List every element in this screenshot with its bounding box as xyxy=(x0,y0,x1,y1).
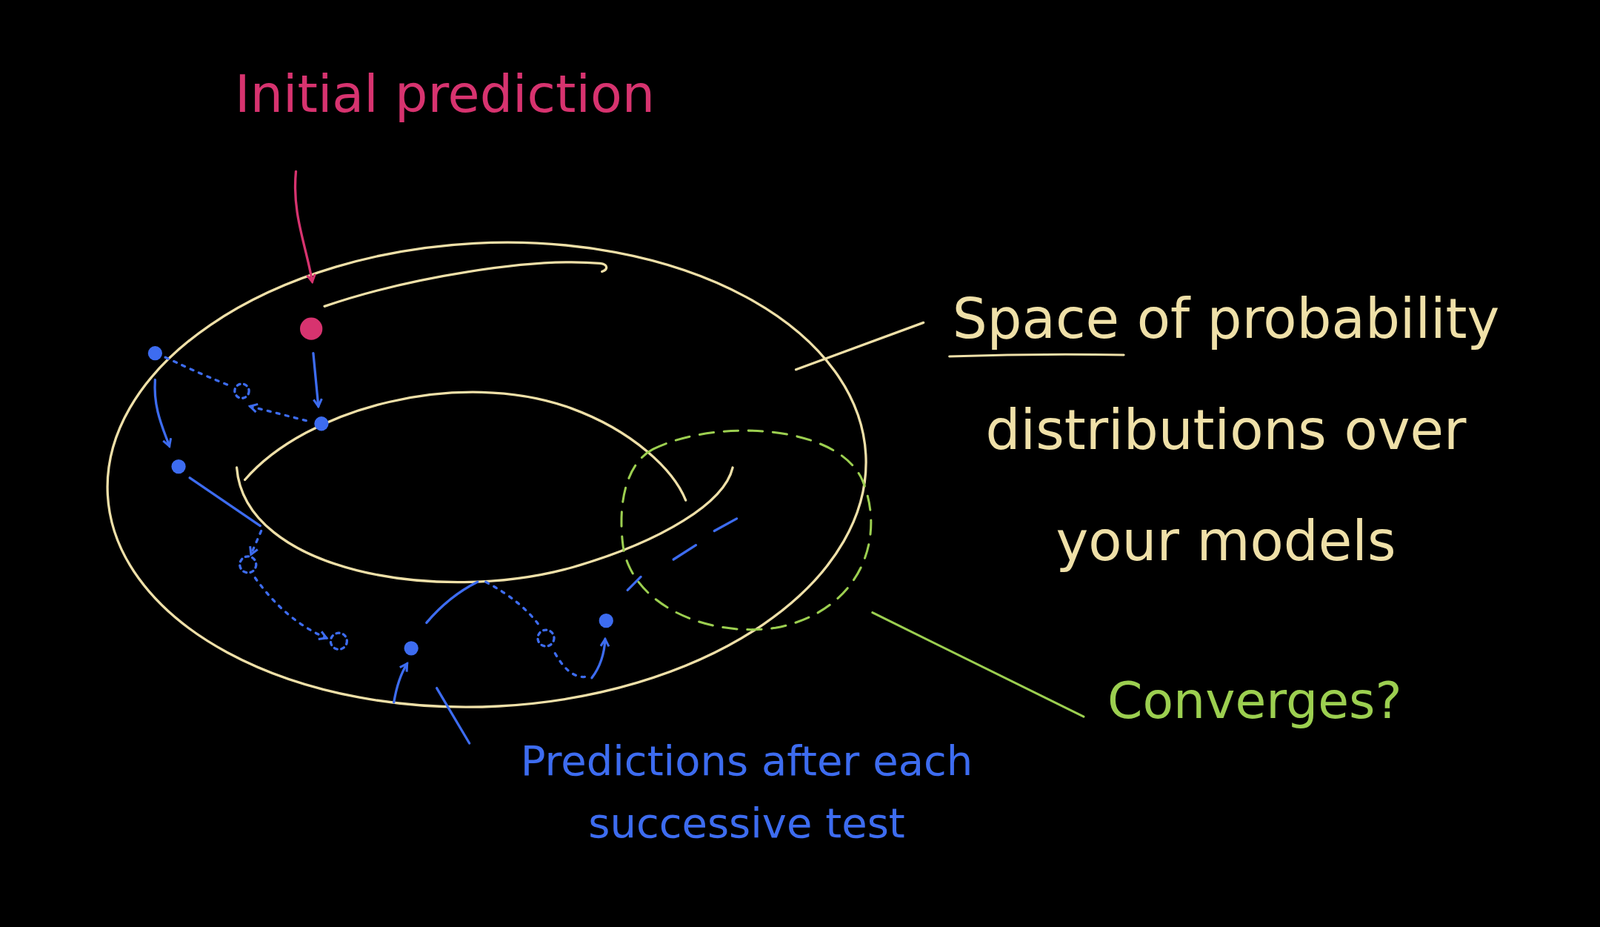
previous-point xyxy=(330,632,347,649)
prediction-point xyxy=(404,640,419,655)
trail-dotted xyxy=(554,653,590,678)
torus-outer xyxy=(95,223,878,726)
trail-dotted xyxy=(251,530,262,555)
initial-point xyxy=(300,317,323,340)
trail-line xyxy=(426,581,478,623)
prediction-point xyxy=(314,416,329,431)
trail-dotted xyxy=(485,581,540,625)
previous-point xyxy=(537,629,555,646)
prediction-point xyxy=(148,345,163,360)
previous-point xyxy=(234,383,249,398)
torus-hole-bottom xyxy=(237,467,733,583)
leader-line xyxy=(437,688,470,743)
leader-arrow xyxy=(295,171,313,282)
convergence-region xyxy=(621,430,872,630)
word-underline xyxy=(949,354,1125,357)
torus-hole-top xyxy=(245,391,686,500)
trail-dotted xyxy=(250,405,307,420)
update-arrow xyxy=(394,663,408,703)
update-arrow xyxy=(154,380,170,447)
prediction-point xyxy=(171,459,186,474)
trail-dotted xyxy=(165,357,231,386)
trail-dash xyxy=(714,518,737,532)
annotation-label: Predictions after each successive test xyxy=(494,729,999,855)
annotation-label: Space of probability distributions over … xyxy=(933,262,1519,597)
update-arrow xyxy=(591,638,606,678)
trail-dotted xyxy=(254,577,326,638)
trail-dash xyxy=(673,545,696,560)
leader-line xyxy=(872,612,1084,718)
trail-line xyxy=(189,477,260,526)
annotation-label: Initial prediction xyxy=(234,62,655,126)
torus-back-line xyxy=(324,262,607,306)
annotation-label: Converges? xyxy=(1107,670,1403,732)
update-arrow xyxy=(313,353,319,407)
leader-line xyxy=(795,322,923,369)
prediction-point xyxy=(599,613,614,628)
previous-point xyxy=(240,556,257,573)
